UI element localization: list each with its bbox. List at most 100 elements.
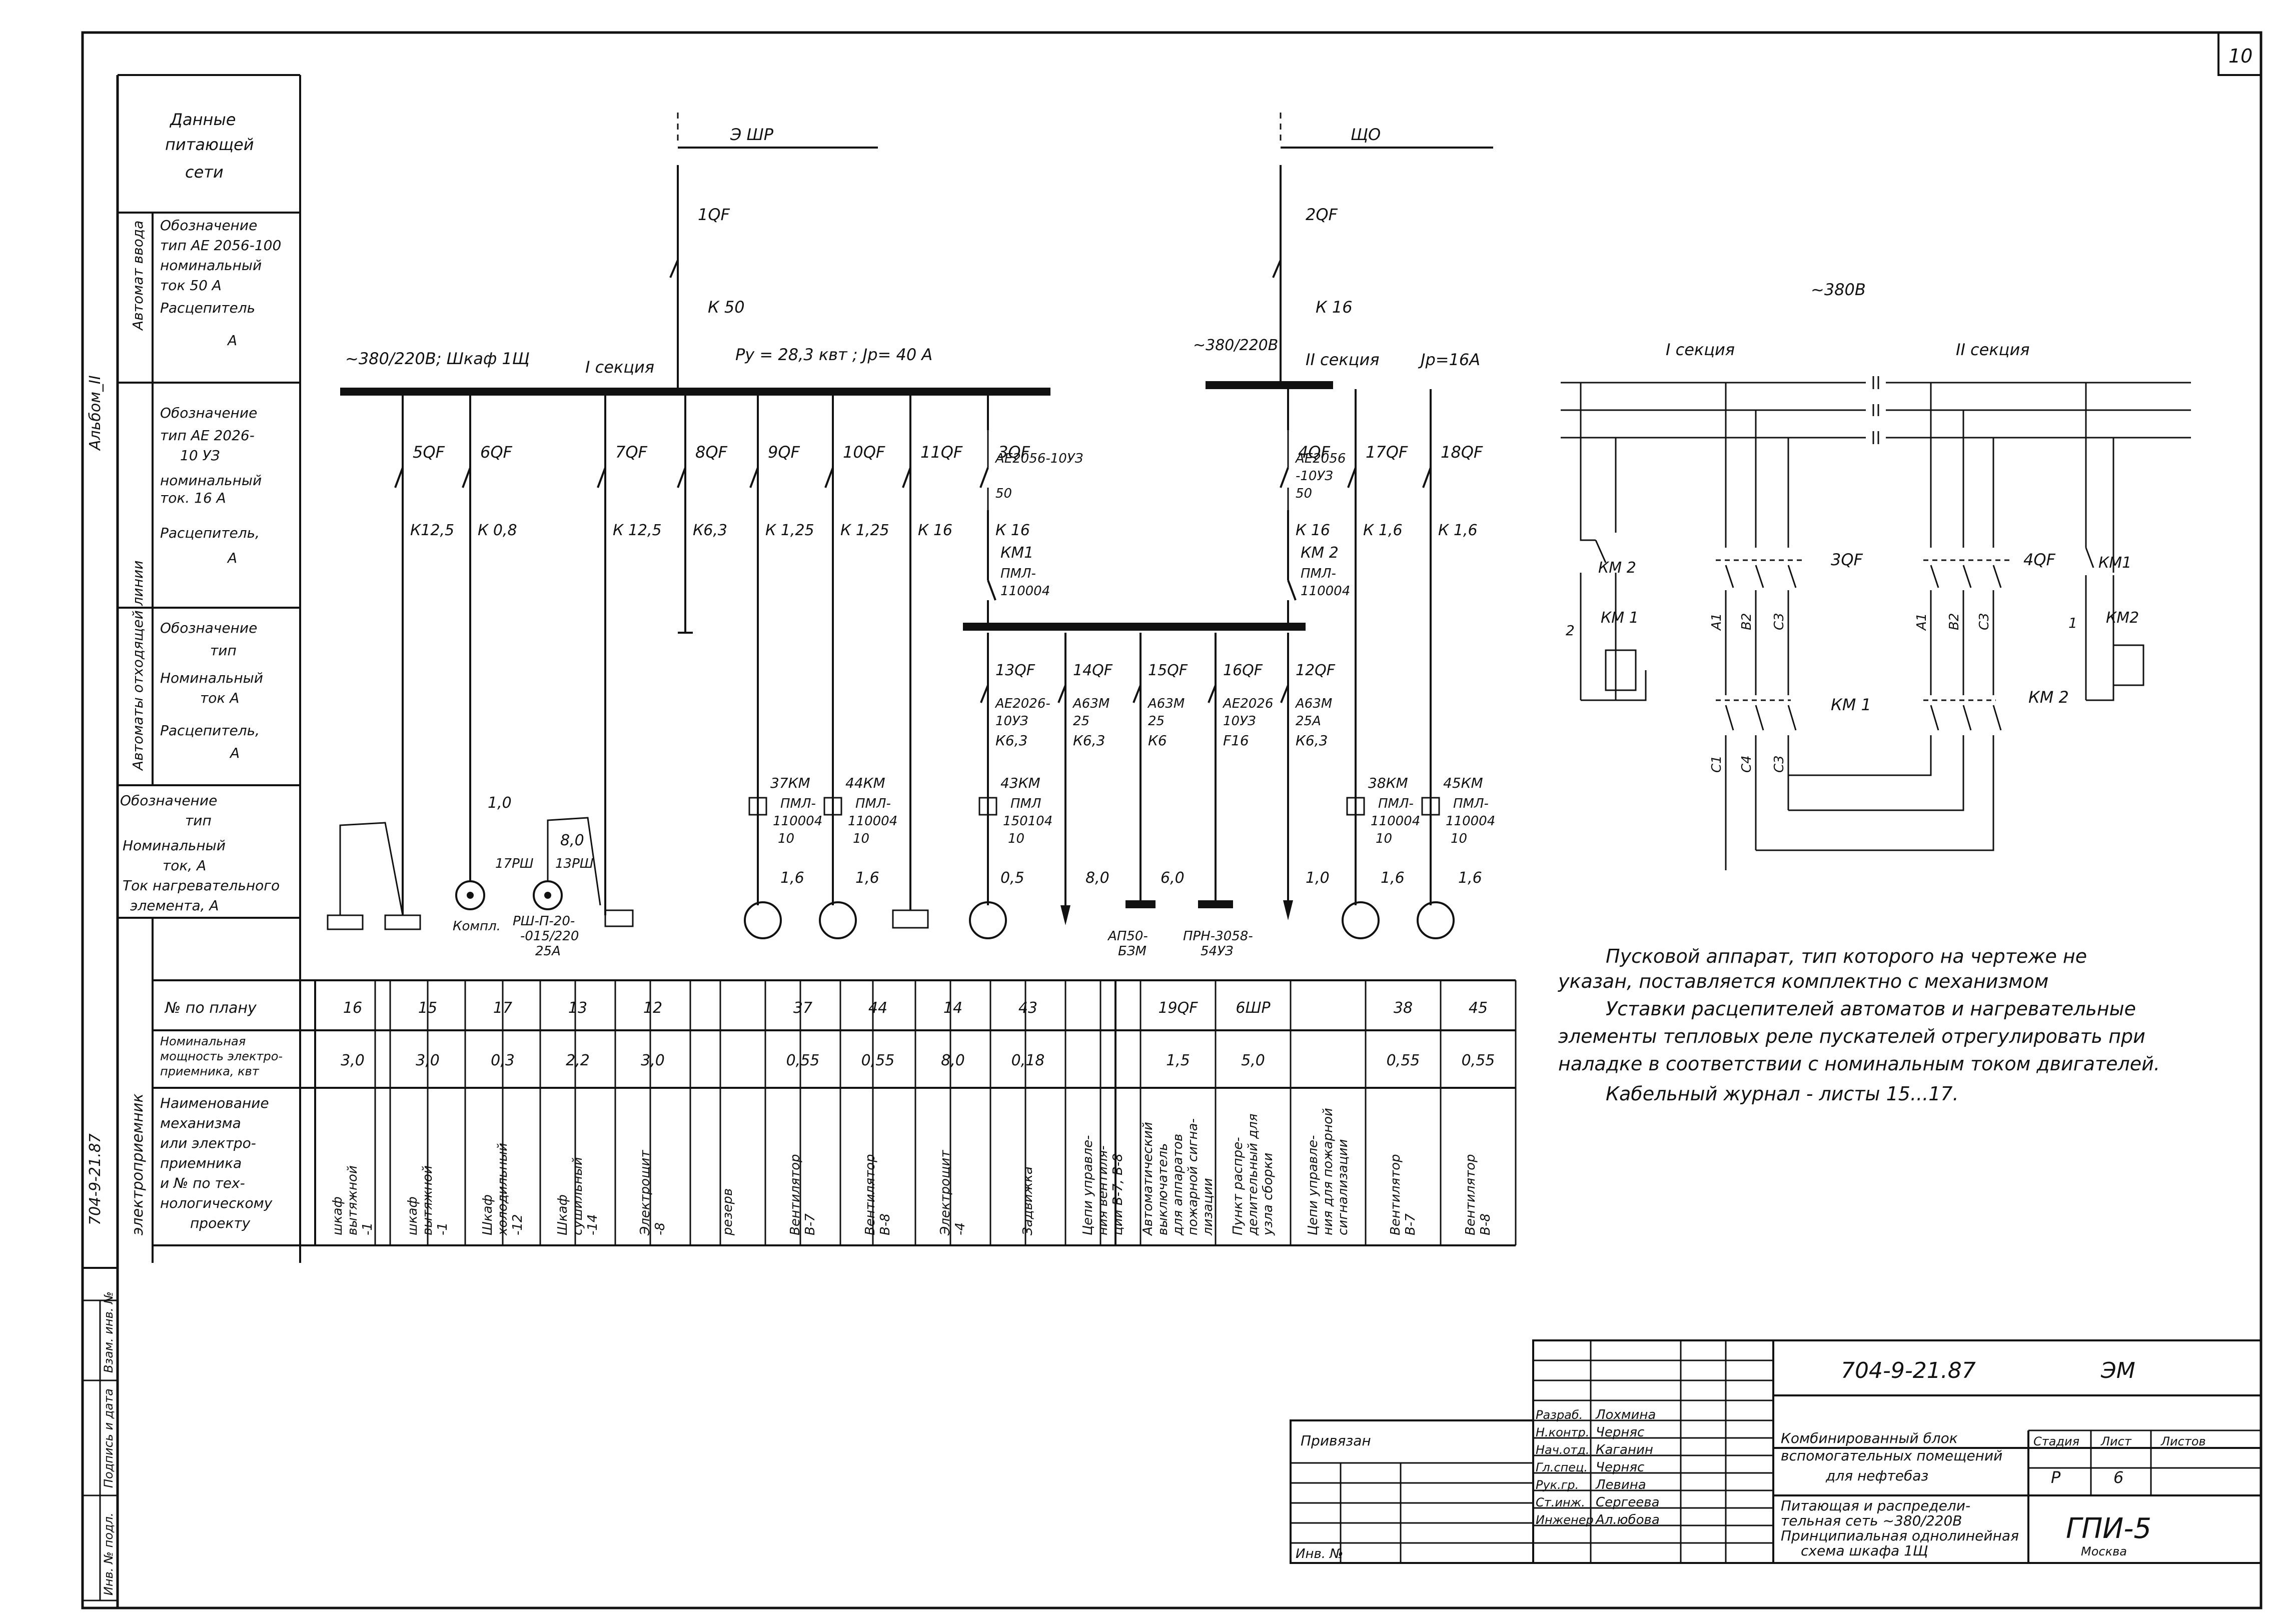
row-no-label: № по плану [164, 999, 257, 1017]
branch-setting-label: К 0,8 [478, 522, 517, 539]
ats-phase-6: С3 [1772, 755, 1787, 773]
branch-qf-label: 4QF [1298, 443, 1331, 462]
table-cell-name: Электрощит [638, 1150, 653, 1236]
starter-labels: 37КМПМЛ-1100041044КМПМЛ-1100041043КМПМЛ1… [770, 775, 1495, 846]
thermal-line5: Ток нагревательного [123, 877, 280, 894]
ats-phase-3: С3 [1772, 613, 1787, 630]
branch-devices: Компл. 1,0 17РШ 13РШ 8,0 РШ-П-20- -015/2… [327, 430, 1482, 959]
outgoing-line3: 10 УЗ [180, 447, 220, 464]
table-cell-name: Вентилятор [1388, 1154, 1403, 1235]
branch-qf-type2: -10УЗ [1296, 469, 1333, 484]
sub-branches: 13QFАЕ2026-10УЗК6,314QFА63М25К6,315QFА63… [980, 662, 1336, 749]
table-cell-name: Задвижка [1020, 1166, 1035, 1235]
bus-2-section: II секция [1306, 350, 1379, 369]
starter-label: 45КМ [1443, 775, 1483, 791]
sub-breaker-contact [1057, 685, 1066, 703]
feeder-1-breaker: 1QF [698, 205, 730, 224]
starter-label: 38КМ [1368, 775, 1408, 791]
side-stamp-inv: Инв. № подл. [102, 1512, 116, 1595]
branch-breaker-contact [1422, 467, 1432, 488]
table-cell-name: -14 [585, 1214, 600, 1235]
table-cell-name: В-7 [803, 1213, 818, 1235]
sub-qf-type: АЕ2026 [1222, 696, 1273, 711]
table-cell-name: холодильный [495, 1143, 510, 1236]
rsh-2: 13РШ [555, 856, 594, 871]
table-cell-name: -1 [360, 1222, 375, 1235]
table-cell-name: узла сборки [1261, 1153, 1276, 1236]
table-cell-power: 0,55 [1387, 1052, 1420, 1069]
table-cell-name: Шкаф [480, 1194, 495, 1235]
sub-qf-label: 15QF [1148, 662, 1188, 679]
row-power-label-3: приемника, квт [160, 1064, 260, 1078]
ats-voltage: ~380В [1811, 280, 1866, 299]
input-breaker-line5: Расцепитель [160, 300, 255, 316]
branch-qf-type: АЕ2056 [1295, 451, 1346, 466]
table-cell-name: Электрощит [938, 1150, 953, 1236]
branch-qf-label: 9QF [768, 443, 800, 462]
ats-phase-4: С1 [1709, 755, 1724, 773]
outgoing-group: Автоматы отходящей линии [130, 560, 146, 771]
subtitle-4: схема шкафа 1Щ [1801, 1542, 1928, 1559]
table-cell-power: 8,0 [941, 1052, 965, 1069]
outgoing-line2: тип АЕ 2026- [160, 427, 255, 444]
ats-km1-coil: КМ 1 [1601, 609, 1639, 627]
ats-scheme: ~380В I секция II секция КМ 2 КМ 1 2 [1561, 280, 2191, 870]
outgoing-line7: А [227, 550, 237, 566]
table-cell-name: Шкаф [555, 1194, 570, 1235]
org-name: ГПИ-5 [2066, 1512, 2151, 1545]
row-name-label-1: Наименование [160, 1095, 269, 1111]
table-cell-name: пожарной сигна- [1186, 1118, 1201, 1235]
doc-code: 704-9-21.87 [1841, 1358, 1976, 1383]
page-number: 10 [2228, 45, 2252, 67]
table-cell-name: резерв [720, 1188, 735, 1236]
rsh-1: 17РШ [495, 856, 534, 871]
doc-type: ЭМ [2100, 1358, 2135, 1383]
cable-4: 1,6 [855, 869, 879, 887]
row-power-label-1: Номинальная [160, 1034, 246, 1048]
starter-type: ПМЛ- [780, 796, 816, 811]
role-1: Разраб. [1536, 1408, 1583, 1422]
prn-type-2: 54УЗ [1201, 944, 1234, 959]
row-name-label-2: механизма [160, 1115, 241, 1131]
bus-1-load: Ру = 28,3 квт ; Jр= 40 А [735, 345, 932, 364]
ap-type-2: БЗМ [1118, 944, 1147, 959]
rsh-type-3: 25А [535, 944, 561, 959]
sub-breaker-contact [1132, 685, 1142, 703]
starter-line2: тип [210, 642, 237, 659]
cable-2: 8,0 [560, 832, 584, 849]
row-name-label-7: проекту [190, 1215, 251, 1231]
feeder-2-setting: К 16 [1316, 298, 1353, 317]
title-block: 704-9-21.87 ЭМ Разраб. Н.контр. Нач.отд.… [1532, 1339, 2262, 1564]
bus-1-section: I секция [585, 358, 654, 377]
table-cell-power: 1,5 [1166, 1052, 1190, 1069]
ats-km2-main: КМ 2 [2028, 688, 2069, 707]
starter-type: ПМЛ- [1378, 796, 1414, 811]
branch-qf-label: 5QF [413, 443, 445, 462]
branch-qf-label: 8QF [695, 443, 728, 462]
starter-label: 43КМ [1000, 775, 1040, 791]
branch-qf-label: 18QF [1441, 443, 1483, 462]
title-3: для нефтебаз [1825, 1467, 1928, 1484]
table-cell-name: вытяжной [345, 1165, 360, 1235]
branch-setting-label: К12,5 [410, 522, 454, 539]
input-breaker-line4: ток 50 А [160, 277, 222, 294]
table-cell-name: лизации [1201, 1178, 1216, 1236]
supply-header-2: питающей [165, 135, 254, 154]
bus-2-voltage: ~380/220В [1193, 337, 1278, 354]
branch-breaker-contact [824, 467, 834, 488]
note-line-5: наладке в соответствии с номинальным ток… [1558, 1053, 2160, 1075]
starter-current: 10 [1376, 831, 1392, 846]
cable-3: 1,6 [780, 869, 804, 887]
row-name-label-4: приемника [160, 1155, 242, 1171]
starter-line1: Обозначение [160, 620, 257, 636]
branch-setting-label: К 12,5 [613, 522, 662, 539]
table-cell-name: выключатель [1156, 1143, 1171, 1235]
table-cell-power: 0,55 [786, 1052, 820, 1069]
ats-section-2: II секция [1956, 340, 2029, 359]
branch-km-label: КМ 2 [1301, 544, 1339, 562]
note-line-6: Кабельный журнал - листы 15...17. [1606, 1083, 1959, 1105]
rsh-type-2: -015/220 [520, 929, 579, 944]
branch-setting-label: К 16 [1296, 522, 1330, 539]
